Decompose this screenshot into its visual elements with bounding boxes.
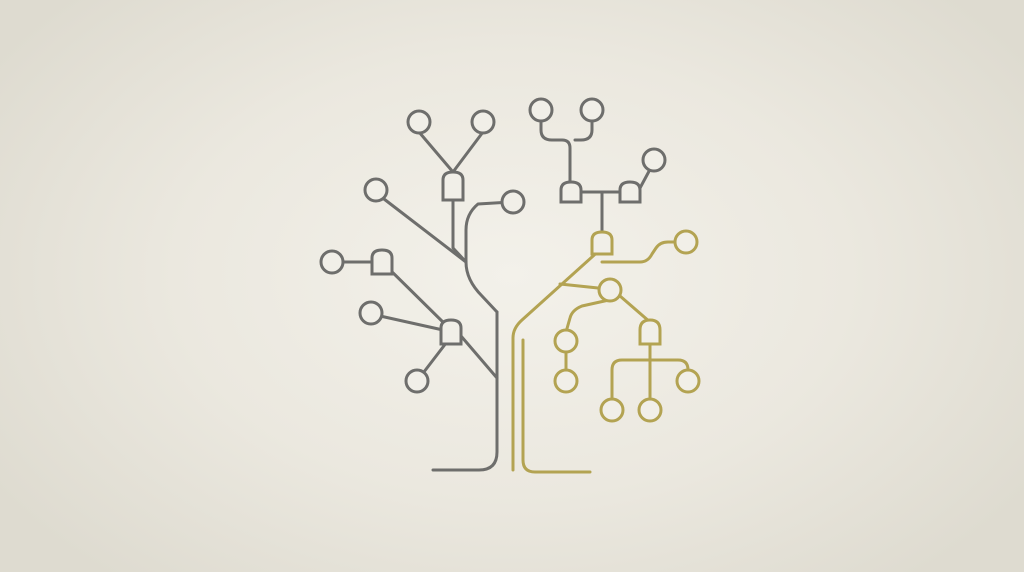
- gold-edge-socket-fork: [610, 340, 690, 400]
- gray-node-circle: [404, 368, 430, 394]
- gold-node-circle: [553, 368, 579, 394]
- upper-right-gray-branch: [528, 97, 667, 234]
- gray-node-circle: [500, 189, 526, 215]
- gold-node-circle: [599, 397, 625, 423]
- gold-base-line: [521, 338, 592, 474]
- gray-edge-top-fork: [417, 130, 485, 174]
- gray-node-socket: [441, 170, 465, 202]
- gold-edge-center-node: [558, 282, 611, 334]
- gray-node-circle: [528, 97, 554, 123]
- gold-node-circle: [673, 229, 699, 255]
- gray-node-circle: [406, 109, 432, 135]
- gray-node-socket: [439, 318, 463, 346]
- gray-node-circle: [363, 177, 389, 203]
- gray-edge-upper-right-bar: [578, 160, 656, 234]
- gold-node-circle: [553, 328, 579, 354]
- gray-node-circle: [641, 147, 667, 173]
- gray-edge-upper-right-fork: [539, 110, 594, 184]
- gray-node-circle: [319, 249, 345, 275]
- gray-node-socket: [618, 180, 642, 204]
- gray-edge-lower-socket: [369, 312, 499, 383]
- gold-node-circle: [597, 277, 623, 303]
- gray-node-circle: [470, 109, 496, 135]
- gold-branch: [511, 229, 701, 472]
- gray-node-circle: [579, 97, 605, 123]
- gold-node-circle: [637, 397, 663, 423]
- gray-node-socket: [370, 248, 394, 276]
- gold-node-socket: [638, 318, 662, 346]
- gray-node-socket: [559, 180, 583, 204]
- gray-trunk-diagonal: [464, 200, 514, 314]
- gray-branch: [319, 109, 526, 472]
- gold-edge-center-to-socket: [618, 294, 652, 324]
- gray-edge-upper-left: [382, 197, 468, 264]
- gold-node-socket: [590, 230, 614, 256]
- gold-node-circle: [675, 368, 701, 394]
- gold-trunk-line: [511, 246, 604, 394]
- gray-node-circle: [358, 300, 384, 326]
- gold-edge-right-circle: [600, 240, 678, 264]
- gray-trunk-line: [431, 310, 499, 472]
